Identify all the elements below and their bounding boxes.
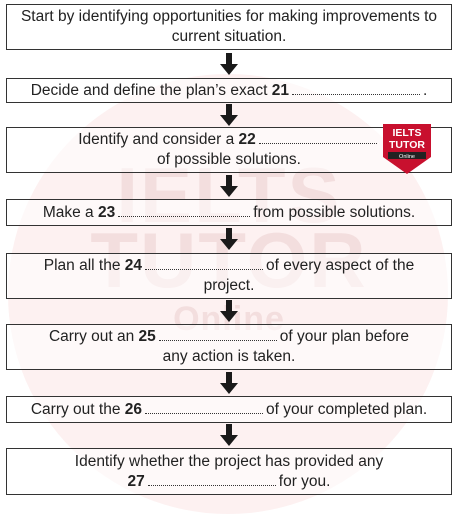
down-arrow-icon [220,424,238,446]
step-5-text-post: of every aspect of the [266,257,415,274]
step-3-line-2: of possible solutions. [157,151,301,168]
answer-blank-27[interactable] [147,481,276,486]
question-number-22: 22 [238,131,256,148]
down-arrow-icon [220,300,238,322]
step-2-line: Decide and define the plan’s exact 21. [7,81,451,101]
step-box-1: Start by identifying opportunities for m… [6,4,452,50]
step-4-text-post: from possible solutions. [253,203,416,221]
step-8-line-2: 27 for you. [7,472,451,492]
ielts-tutor-logo-icon: IELTS TUTOR Online [383,124,431,174]
step-box-5: Plan all the 24 of every aspect of the pr… [6,253,452,299]
step-7-text-pre: Carry out the [30,400,125,418]
question-number-27: 27 [127,472,145,490]
answer-blank-26[interactable] [145,409,264,414]
step-1-line-1: Start by identifying opportunities for m… [20,8,438,25]
answer-blank-23[interactable] [118,212,251,217]
answer-blank-22[interactable] [258,139,377,144]
step-box-7: Carry out the 26 of your completed plan. [6,396,452,423]
answer-blank-24[interactable] [145,265,264,270]
step-6-line-2: any action is taken. [162,348,296,365]
question-number-24: 24 [124,257,143,274]
step-6-text-post: of your plan before [279,328,410,345]
step-1-line-2: current situation. [171,28,287,45]
step-4-line: Make a 23 from possible solutions. [7,203,451,223]
step-box-2: Decide and define the plan’s exact 21. [6,78,452,103]
step-box-4: Make a 23 from possible solutions. [6,199,452,226]
step-2-text-post: . [422,81,428,99]
step-5-line-2: project. [203,277,255,294]
badge-title-line-2: TUTOR [389,139,425,151]
badge-title-line-1: IELTS [393,127,422,139]
question-number-21: 21 [271,81,289,99]
step-7-text-post: of your completed plan. [266,400,428,418]
badge-sub: Online [399,154,415,160]
step-8-line-1: Identify whether the project has provide… [74,452,384,470]
down-arrow-icon [220,175,238,197]
question-number-23: 23 [97,203,116,221]
down-arrow-icon [220,228,238,250]
step-2-text-pre: Decide and define the plan’s exact [30,81,272,99]
question-number-26: 26 [124,400,143,418]
step-box-6: Carry out an 25 of your plan before any a… [6,324,452,370]
down-arrow-icon [220,104,238,126]
step-3-text-pre: Identify and consider a [78,131,239,148]
down-arrow-icon [220,372,238,394]
step-5-text-pre: Plan all the [43,257,125,274]
answer-blank-21[interactable] [291,90,420,95]
step-box-8: Identify whether the project has provide… [6,448,452,495]
step-3-line-1: Identify and consider a 22 [7,130,451,150]
step-4-text-pre: Make a [42,203,98,221]
step-7-line: Carry out the 26 of your completed plan. [7,400,451,420]
step-box-3: Identify and consider a 22 of possible s… [6,127,452,173]
question-number-25: 25 [138,328,156,345]
step-6-line-1: Carry out an 25 of your plan before [7,327,451,347]
step-5-line-1: Plan all the 24 of every aspect of the [7,256,451,276]
answer-blank-25[interactable] [158,336,277,341]
step-6-text-pre: Carry out an [48,328,139,345]
down-arrow-icon [220,53,238,75]
step-8-text-post: for you. [278,472,331,490]
